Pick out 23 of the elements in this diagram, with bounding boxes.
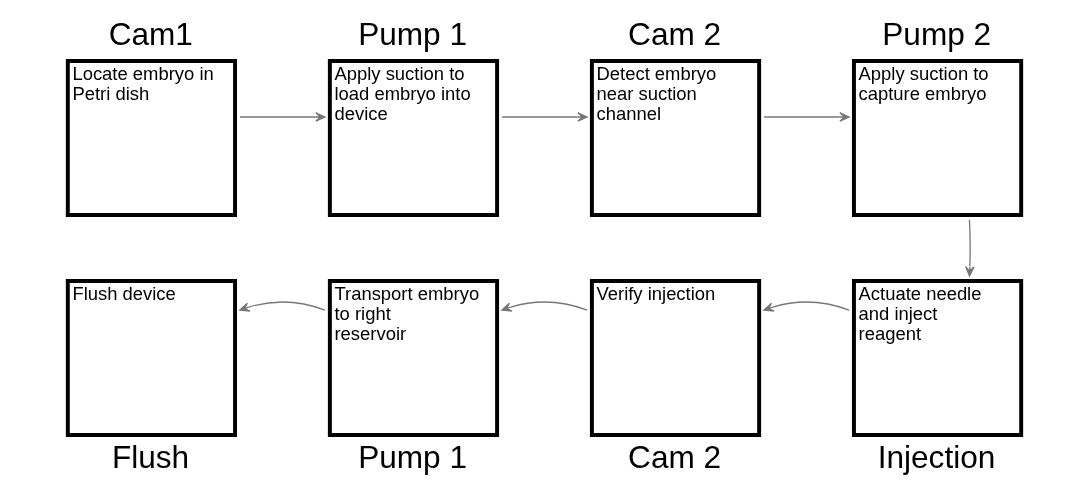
node-box: Flush device: [65, 278, 237, 437]
node-label: Cam 2: [627, 438, 721, 475]
arrow: [762, 300, 850, 312]
node-label: Cam1: [108, 15, 193, 52]
node-box: Apply suction to load embryo into device: [327, 58, 499, 217]
arrow: [238, 300, 326, 312]
node-label: Pump 2: [881, 15, 991, 52]
node-label: Flush: [111, 438, 189, 475]
node-label: Pump 1: [357, 15, 467, 52]
arrow: [238, 111, 326, 122]
arrow: [500, 111, 588, 122]
node-label: Cam 2: [627, 15, 721, 52]
arrow: [762, 111, 850, 122]
arrow: [500, 300, 588, 312]
node-label: Injection: [877, 438, 995, 475]
node-box: Actuate needle and inject reagent: [851, 278, 1023, 437]
node-label: Pump 1: [357, 438, 467, 475]
node-box: Locate embryo in Petri dish: [65, 58, 237, 217]
node-box: Verify injection: [589, 278, 761, 437]
arrow: [964, 218, 975, 277]
node-box: Apply suction to capture embryo: [851, 58, 1023, 217]
node-box: Detect embryo near suction channel: [589, 58, 761, 217]
node-box: Transport embryo to right reservoir: [327, 278, 499, 437]
